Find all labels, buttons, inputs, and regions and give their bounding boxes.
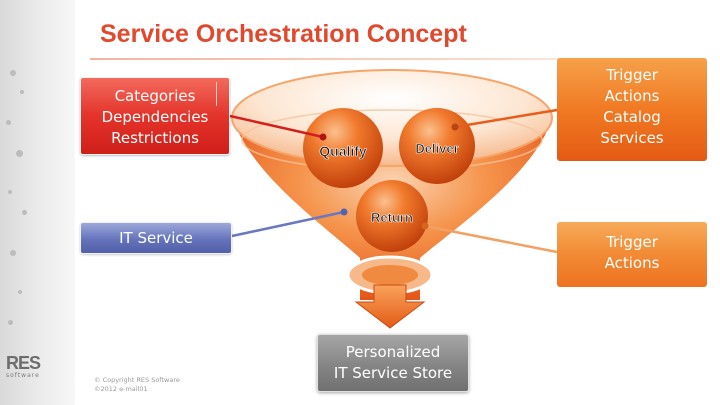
slide-title: Service Orchestration Concept xyxy=(100,20,467,48)
box-service-store: Personalized IT Service Store xyxy=(317,334,469,392)
sphere-label-deliver: Deliver xyxy=(415,141,458,156)
sphere-qualify xyxy=(303,108,383,188)
res-software-logo: RES software xyxy=(6,354,48,390)
connector-blue xyxy=(231,210,345,238)
left-decor-strip xyxy=(0,0,75,405)
sphere-return xyxy=(356,180,428,252)
box-trigger-catalog-line-2: Actions xyxy=(604,87,660,105)
logo-text: RES xyxy=(6,353,41,373)
connector-red xyxy=(229,114,324,139)
box-trigger-actions-line-2: Actions xyxy=(604,254,660,272)
copyright-line-2: ©2012 e-mail01 xyxy=(94,385,148,393)
box-trigger-actions-line-1: Trigger xyxy=(606,233,658,251)
box-service-store-line-2: IT Service Store xyxy=(333,364,453,382)
box-trigger-catalog: Trigger Actions Catalog Services xyxy=(557,58,707,161)
logo-subtext: software xyxy=(6,372,40,379)
box-categories-line-3: Restrictions xyxy=(111,129,199,147)
box-categories-line-2: Dependencies xyxy=(101,108,209,126)
box-categories: Categories Dependencies Restrictions xyxy=(80,77,230,155)
copyright-line-1: © Copyright RES Software xyxy=(94,376,180,384)
connector-orange-top xyxy=(454,108,558,129)
box-service-store-line-1: Personalized xyxy=(345,343,441,361)
box-trigger-catalog-line-3: Catalog xyxy=(603,108,661,126)
box-trigger-actions: Trigger Actions xyxy=(557,222,707,287)
down-arrow xyxy=(354,284,426,329)
title-divider xyxy=(90,58,720,60)
box-it-service-line-1: IT Service xyxy=(119,229,193,247)
box-categories-line-1: Categories xyxy=(114,87,196,105)
box-it-service: IT Service xyxy=(80,222,232,254)
sphere-label-qualify: Qualify xyxy=(319,143,367,159)
sphere-label-return: Return xyxy=(371,210,413,225)
copyright-notice: © Copyright RES Software ©2012 e-mail01 xyxy=(94,376,180,394)
box-trigger-catalog-line-1: Trigger xyxy=(606,66,658,84)
connector-orange-bottom xyxy=(424,224,558,254)
box-trigger-catalog-line-4: Services xyxy=(600,129,664,147)
